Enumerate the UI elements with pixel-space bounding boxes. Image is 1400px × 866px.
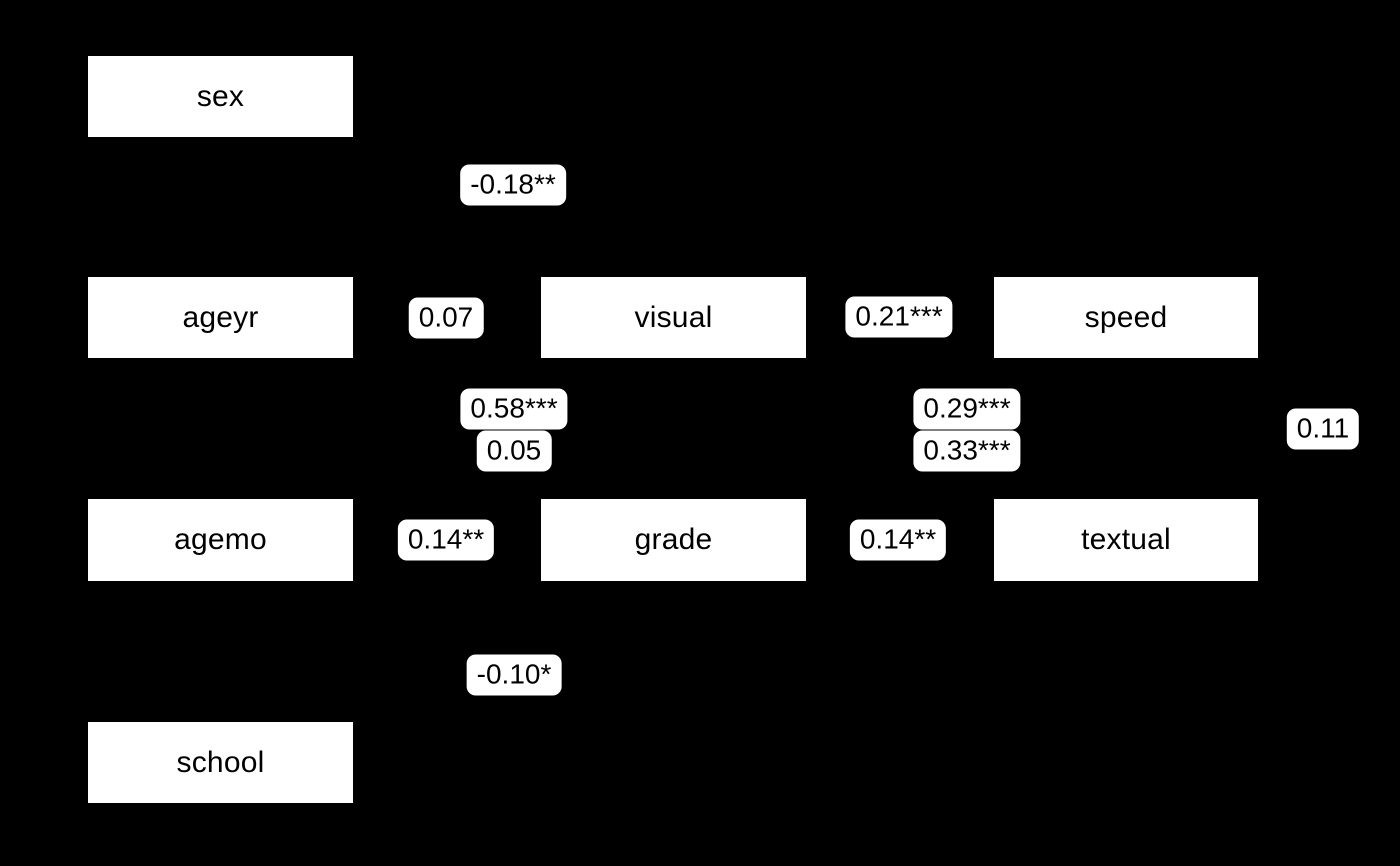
edge-label-grade-textual: 0.14**: [849, 519, 947, 561]
edge-label-ageyr-visual: 0.07: [408, 297, 484, 339]
node-school: school: [86, 720, 355, 805]
edge-label-ageyr-grade: 0.58***: [460, 388, 568, 430]
edge-label-grade-speed: 0.33***: [913, 430, 1021, 472]
node-grade: grade: [539, 497, 808, 583]
edge-label-visual-textual: 0.29***: [913, 388, 1021, 430]
edge-label-sex-visual: -0.18**: [460, 164, 566, 206]
node-sex: sex: [86, 54, 355, 139]
edge-label-visual-speed: 0.21***: [845, 296, 953, 338]
edge-label-school-grade: -0.10*: [466, 654, 562, 696]
node-visual: visual: [539, 275, 808, 360]
edge-label-agemo-grade: 0.14**: [397, 519, 495, 561]
edge-label-speed-textual: 0.11: [1286, 408, 1360, 450]
node-ageyr: ageyr: [86, 275, 355, 360]
edge-label-agemo-visual: 0.05: [476, 430, 552, 472]
node-agemo: agemo: [86, 497, 355, 583]
node-textual: textual: [992, 497, 1260, 583]
node-speed: speed: [992, 275, 1260, 360]
